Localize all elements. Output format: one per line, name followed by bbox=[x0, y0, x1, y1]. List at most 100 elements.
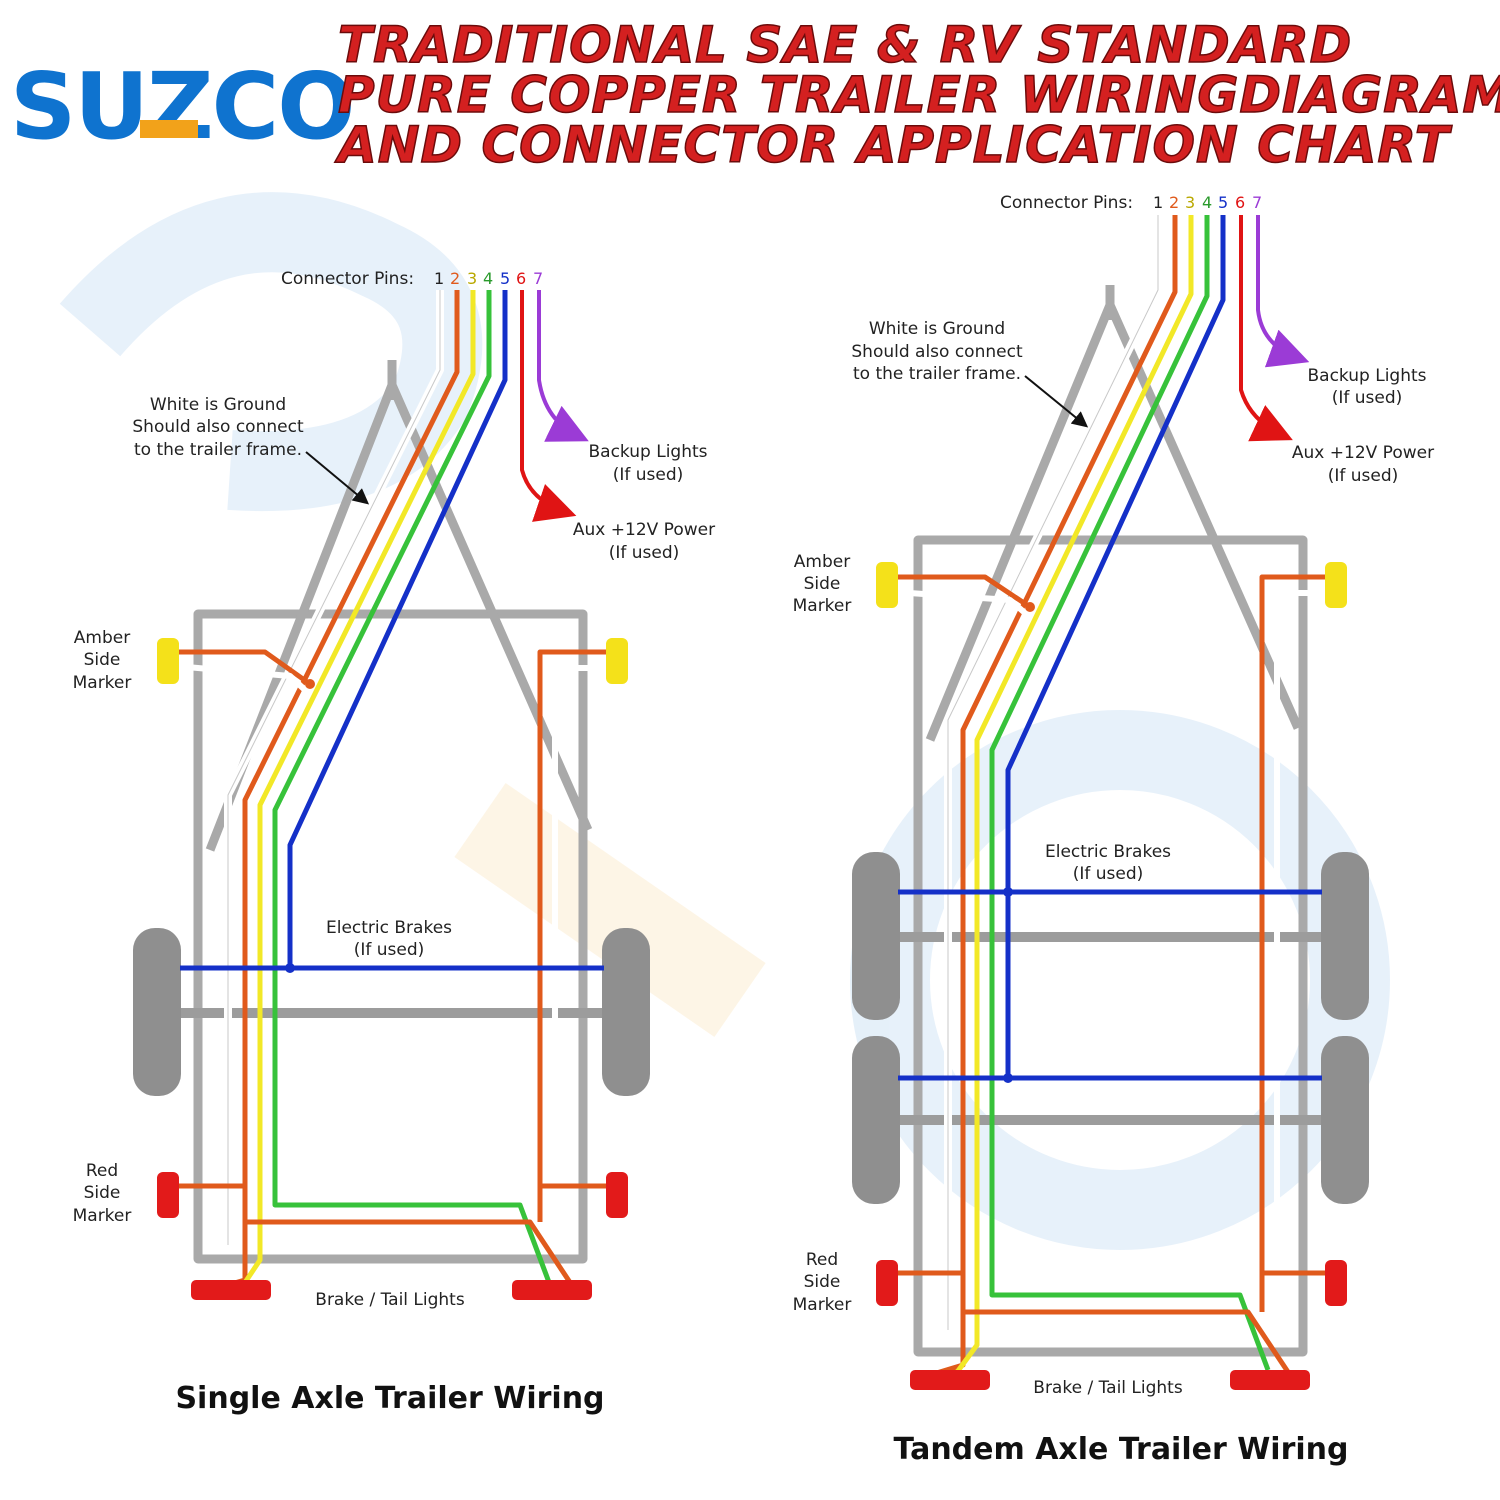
single-tail-light-right bbox=[512, 1280, 592, 1300]
single-ground-note: White is Ground Should also connect to t… bbox=[132, 395, 304, 460]
single-tail-light-left bbox=[191, 1280, 271, 1300]
svg-text:Amber: Amber bbox=[74, 628, 130, 648]
single-pins-label: Connector Pins: bbox=[281, 269, 414, 289]
svg-text:to the trailer frame.: to the trailer frame. bbox=[853, 364, 1021, 384]
tandem-red-marker-label: Red Side Marker bbox=[793, 1250, 852, 1315]
single-brake-tail-label: Brake / Tail Lights bbox=[315, 1290, 465, 1310]
svg-text:(If used): (If used) bbox=[609, 543, 680, 563]
tandem-pin-2: 2 bbox=[1169, 193, 1179, 212]
title-line-1: TRADITIONAL SAE & RV STANDARD bbox=[338, 16, 1352, 74]
tandem-pins-label: Connector Pins: bbox=[1000, 193, 1133, 213]
single-axle-diagram: Connector Pins: 1 2 3 4 5 6 7 White is G… bbox=[73, 269, 715, 1416]
tandem-wheel-rear-left bbox=[852, 1036, 900, 1204]
tandem-axle-diagram: Connector Pins: 1 2 3 4 5 6 7 White is G… bbox=[793, 193, 1434, 1467]
svg-text:Backup Lights: Backup Lights bbox=[1308, 366, 1427, 386]
svg-text:Electric Brakes: Electric Brakes bbox=[1045, 842, 1171, 862]
single-frame bbox=[193, 360, 593, 1264]
single-pin-2: 2 bbox=[450, 269, 460, 288]
single-pin-7: 7 bbox=[533, 269, 543, 288]
svg-text:Backup Lights: Backup Lights bbox=[589, 442, 708, 462]
single-wheel-right bbox=[602, 928, 650, 1096]
tandem-wheel-rear-right bbox=[1321, 1036, 1369, 1204]
svg-text:Aux +12V Power: Aux +12V Power bbox=[1292, 443, 1434, 463]
tandem-aux-power-label: Aux +12V Power (If used) bbox=[1292, 443, 1434, 486]
svg-text:White is Ground: White is Ground bbox=[869, 319, 1005, 339]
header-title: TRADITIONAL SAE & RV STANDARD PURE COPPE… bbox=[333, 15, 1500, 175]
tandem-splice-brakes-front bbox=[1003, 887, 1013, 897]
tandem-splice-brakes-rear bbox=[1003, 1073, 1013, 1083]
svg-text:Red: Red bbox=[806, 1250, 838, 1270]
tandem-red-marker-left bbox=[876, 1260, 898, 1306]
tandem-wires bbox=[894, 215, 1330, 1378]
tandem-red-marker-right bbox=[1325, 1260, 1347, 1306]
single-amber-marker-right bbox=[606, 638, 628, 684]
tandem-pin-6: 6 bbox=[1235, 193, 1245, 212]
tandem-wheel-front-left bbox=[852, 852, 900, 1020]
logo-accent-bar bbox=[140, 120, 198, 138]
brand-logo: SUZCO bbox=[10, 53, 355, 160]
tandem-brake-tail-label: Brake / Tail Lights bbox=[1033, 1378, 1183, 1398]
single-pin-5: 5 bbox=[500, 269, 510, 288]
tandem-amber-marker-right bbox=[1325, 562, 1347, 608]
single-aux-power-label: Aux +12V Power (If used) bbox=[573, 520, 715, 563]
tandem-ground-arrow bbox=[1024, 375, 1089, 428]
tandem-pin-5: 5 bbox=[1218, 193, 1228, 212]
tandem-backup-lights-label: Backup Lights (If used) bbox=[1308, 366, 1427, 408]
svg-text:Marker: Marker bbox=[73, 673, 132, 693]
tandem-tail-light-right bbox=[1230, 1370, 1310, 1390]
tandem-pin-4: 4 bbox=[1202, 193, 1212, 212]
svg-text:Should also connect: Should also connect bbox=[132, 417, 304, 437]
svg-text:(If used): (If used) bbox=[1332, 388, 1403, 408]
svg-text:Red: Red bbox=[86, 1161, 118, 1181]
tandem-electric-brakes-label: Electric Brakes (If used) bbox=[1045, 842, 1171, 884]
single-pin-1: 1 bbox=[434, 269, 444, 288]
single-backup-lights-label: Backup Lights (If used) bbox=[589, 442, 708, 485]
single-red-marker-label: Red Side Marker bbox=[73, 1161, 132, 1226]
tandem-caption: Tandem Axle Trailer Wiring bbox=[893, 1432, 1348, 1467]
single-pin-6: 6 bbox=[516, 269, 526, 288]
svg-text:Aux +12V Power: Aux +12V Power bbox=[573, 520, 715, 540]
tandem-wheel-front-right bbox=[1321, 852, 1369, 1020]
tandem-ground-note: White is Ground Should also connect to t… bbox=[851, 319, 1023, 384]
tandem-amber-marker-left bbox=[876, 562, 898, 608]
tandem-amber-marker-label: Amber Side Marker bbox=[793, 552, 852, 616]
brand-logo-text: SUZCO bbox=[10, 53, 353, 160]
svg-text:Should also connect: Should also connect bbox=[851, 342, 1023, 362]
tandem-connector-pins: Connector Pins: 1 2 3 4 5 6 7 bbox=[1000, 193, 1262, 213]
svg-text:Side: Side bbox=[84, 1183, 121, 1203]
svg-text:(If used): (If used) bbox=[354, 940, 425, 960]
single-electric-brakes-label: Electric Brakes (If used) bbox=[326, 918, 452, 960]
svg-text:Amber: Amber bbox=[794, 552, 850, 572]
single-ground-arrow bbox=[305, 451, 370, 505]
single-caption: Single Axle Trailer Wiring bbox=[175, 1381, 604, 1416]
svg-text:Marker: Marker bbox=[793, 596, 852, 616]
single-connector-pins: Connector Pins: 1 2 3 4 5 6 7 bbox=[281, 269, 543, 289]
svg-text:(If used): (If used) bbox=[1073, 864, 1144, 884]
svg-text:Side: Side bbox=[804, 574, 841, 594]
single-amber-marker-left bbox=[157, 638, 179, 684]
tandem-pin-3: 3 bbox=[1185, 193, 1195, 212]
tandem-pin-1: 1 bbox=[1153, 193, 1163, 212]
title-line-3: AND CONNECTOR APPLICATION CHART bbox=[334, 116, 1453, 174]
single-amber-marker-label: Amber Side Marker bbox=[73, 628, 132, 693]
svg-text:Side: Side bbox=[84, 650, 121, 670]
tandem-tail-light-left bbox=[910, 1370, 990, 1390]
single-pin-3: 3 bbox=[467, 269, 477, 288]
single-wheel-left bbox=[133, 928, 181, 1096]
single-splice-amber bbox=[305, 679, 315, 689]
svg-text:Marker: Marker bbox=[73, 1206, 132, 1226]
single-pin-4: 4 bbox=[483, 269, 493, 288]
svg-text:Marker: Marker bbox=[793, 1295, 852, 1315]
svg-text:White is Ground: White is Ground bbox=[150, 395, 286, 415]
tandem-pin-7: 7 bbox=[1252, 193, 1262, 212]
title-line-2: PURE COPPER TRAILER WIRINGDIAGRAM bbox=[338, 66, 1500, 124]
svg-text:to the trailer frame.: to the trailer frame. bbox=[134, 440, 302, 460]
svg-text:Electric Brakes: Electric Brakes bbox=[326, 918, 452, 938]
tandem-splice-amber bbox=[1025, 602, 1035, 612]
single-wires bbox=[174, 290, 610, 1293]
single-red-marker-right bbox=[606, 1172, 628, 1218]
watermark bbox=[59, 192, 1390, 1250]
single-red-marker-left bbox=[157, 1172, 179, 1218]
single-splice-brakes bbox=[285, 963, 295, 973]
